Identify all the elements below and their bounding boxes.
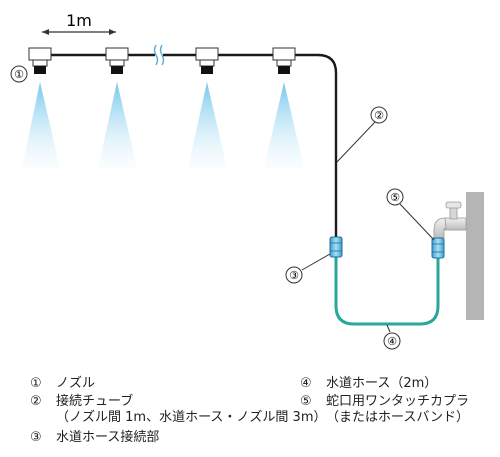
callout-1: ① [10, 65, 28, 83]
svg-text:⑤: ⑤ [390, 191, 400, 204]
break-symbol [153, 44, 165, 66]
legend-number: ⑤ [300, 394, 312, 409]
legend-number: ② [30, 394, 42, 409]
spray-cones [22, 82, 304, 168]
nozzle [28, 47, 52, 74]
callout-2: ② [370, 106, 388, 124]
nozzles [28, 47, 296, 74]
legend-subtext: （またはホースバンド） [326, 410, 470, 425]
nozzle [105, 47, 129, 74]
legend-text: ノズル [56, 376, 96, 391]
legend-text: 水道ホース（2m） [326, 376, 438, 391]
legend-number: ① [30, 376, 42, 391]
legend-item-hose-connector: ③ 水道ホース接続部 [30, 430, 159, 446]
legend-item-faucet-coupler: ⑤ 蛇口用ワンタッチカプラ （またはホースバンド） [300, 394, 469, 426]
callout-5: ⑤ [386, 188, 404, 206]
spray-cone [22, 82, 60, 168]
legend-text: 接続チューブ [56, 394, 134, 409]
svg-text:③: ③ [289, 269, 299, 282]
leader-lines [301, 121, 435, 333]
svg-text:④: ④ [387, 335, 397, 348]
wall [466, 192, 484, 320]
nozzle [195, 47, 219, 74]
legend-item-nozzle: ① ノズル [30, 376, 95, 392]
legend-subtext: （ノズル間 1m、水道ホース・ノズル間 3m） [56, 410, 327, 425]
legend-number: ④ [300, 376, 312, 391]
callout-4: ④ [383, 332, 401, 350]
hose-connector [329, 236, 343, 258]
faucet-coupler [431, 237, 445, 259]
legend-text: 水道ホース接続部 [56, 430, 160, 445]
callout-3: ③ [285, 266, 303, 284]
svg-text:①: ① [14, 68, 24, 81]
spacing-dimension: 1m [42, 11, 116, 35]
spray-cone [264, 82, 304, 168]
spray-cone [98, 82, 137, 168]
svg-text:②: ② [374, 109, 384, 122]
legend-item-connecting-tube: ② 接続チューブ （ノズル間 1m、水道ホース・ノズル間 3m） [30, 394, 326, 426]
faucet [433, 201, 467, 239]
legend-text: 蛇口用ワンタッチカプラ [326, 394, 470, 409]
water-hose [334, 256, 440, 326]
nozzle [272, 47, 296, 74]
legend-item-water-hose: ④ 水道ホース（2m） [300, 376, 437, 392]
spacing-label: 1m [66, 11, 92, 30]
spray-cone [188, 82, 227, 168]
mist-system-diagram: 1m [10, 11, 484, 350]
legend-number: ③ [30, 430, 42, 445]
